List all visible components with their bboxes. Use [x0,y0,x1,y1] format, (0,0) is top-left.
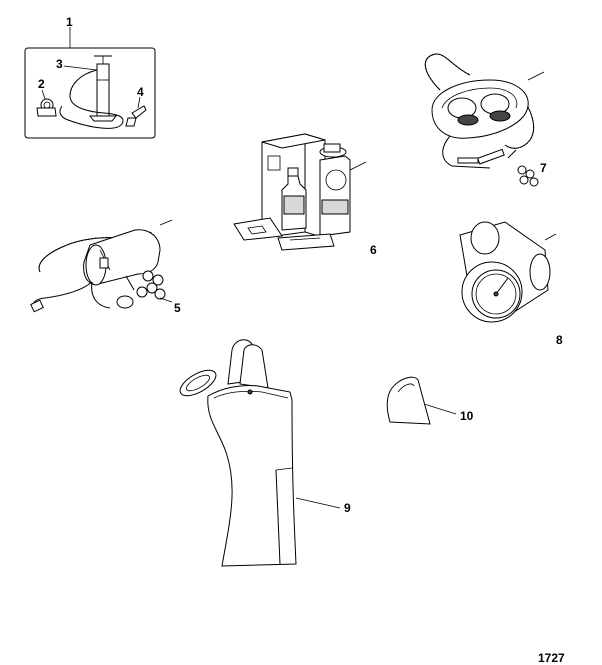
wedge-cover [386,376,457,425]
kit-frame [24,47,156,139]
callout-5: 5 [174,301,181,315]
callout-6: 6 [370,243,377,257]
callout-1: 1 [66,15,73,29]
hand-pump-kit [24,27,156,139]
callout-3: 3 [56,57,63,71]
callout-8: 8 [556,333,563,347]
console-cover [179,339,341,567]
hand-pump [59,55,124,129]
pressure-gauge [459,221,557,323]
callout-7: 7 [540,161,547,175]
callout-9: 9 [344,501,351,515]
figure-reference-number: 1727 [538,651,565,665]
inflation-adapter [125,105,147,127]
pressure-gauge-small [36,98,57,117]
electric-inflator [30,219,173,313]
callout-2: 2 [38,77,45,91]
repair-kit [233,133,367,251]
foot-pump [424,53,545,187]
callout-4: 4 [137,85,144,99]
callout-10: 10 [460,409,474,423]
